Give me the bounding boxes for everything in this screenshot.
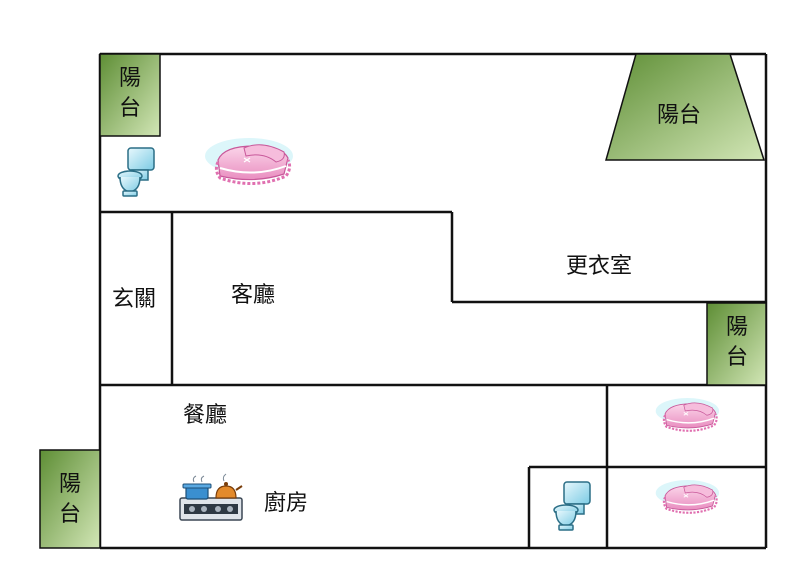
balcony-label-bottom-left: 陽台 <box>58 472 81 527</box>
dressing-room-label: 更衣室 <box>566 254 633 279</box>
stove-icon <box>179 473 243 521</box>
entrance-label: 玄關 <box>112 287 157 312</box>
balcony-right <box>706 302 767 386</box>
kitchen-label: 廚房 <box>264 491 309 516</box>
living-room-label: 客廳 <box>231 283 276 308</box>
walls <box>98 52 768 550</box>
balcony-label-top-right: 陽台 <box>657 103 702 128</box>
balcony-top-right <box>605 53 766 161</box>
balcony-top-left <box>99 53 161 137</box>
cradle-bed-icon <box>654 396 721 432</box>
balcony-label-right: 陽台 <box>725 315 748 370</box>
cradle-bed-icon <box>203 136 295 186</box>
toilet-icon <box>117 147 155 197</box>
balcony-bottom-left <box>39 449 101 549</box>
cradle-bed-icon <box>654 478 721 514</box>
dining-room-label: 餐廳 <box>183 403 228 428</box>
balcony-label-top-left: 陽台 <box>118 66 141 121</box>
toilet-icon <box>553 481 591 531</box>
